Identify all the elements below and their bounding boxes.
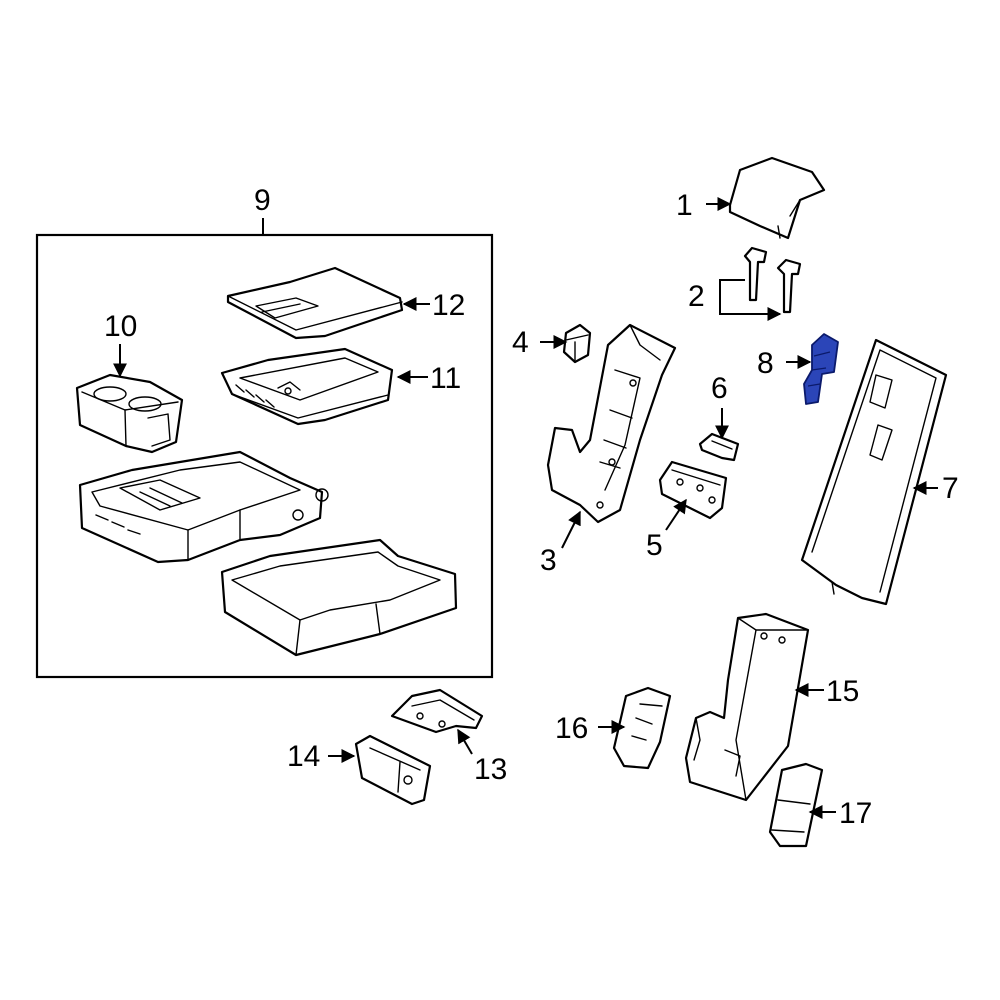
callout-1[interactable]: 1 (676, 189, 693, 222)
arrow-icon (457, 728, 473, 755)
part-5-bracket[interactable] (658, 460, 728, 520)
part-7-side-panel[interactable] (800, 338, 948, 606)
part-9-console-shell[interactable] (220, 538, 458, 657)
callout-15[interactable]: 15 (826, 675, 859, 708)
part-15-side-trim[interactable] (684, 612, 810, 802)
arrow-icon (719, 279, 745, 296)
part-17-cover[interactable] (768, 762, 824, 848)
part-13-bracket-plate[interactable] (390, 688, 484, 734)
callout-labels: 1 2 3 4 5 6 7 8 9 10 11 12 13 14 15 16 1… (104, 184, 959, 830)
part-3-bracket[interactable] (546, 323, 677, 524)
callout-11[interactable]: 11 (430, 362, 461, 395)
arrow-icon (665, 498, 687, 531)
leader-lines (113, 197, 938, 819)
callout-6[interactable]: 6 (711, 372, 728, 405)
part-6-clip[interactable] (698, 432, 740, 462)
part-9-console-base[interactable] (78, 450, 329, 564)
callout-8[interactable]: 8 (757, 347, 774, 380)
part-8-highlighted-clip[interactable] (803, 333, 839, 405)
callout-2[interactable]: 2 (688, 280, 705, 313)
part-1-armrest[interactable] (728, 156, 826, 240)
callout-16[interactable]: 16 (555, 712, 588, 745)
part-4-clip[interactable] (562, 323, 592, 364)
part-12-lid[interactable] (226, 266, 404, 340)
callout-7[interactable]: 7 (942, 472, 959, 505)
callout-14[interactable]: 14 (287, 740, 320, 773)
callout-4[interactable]: 4 (512, 326, 529, 359)
callout-9[interactable]: 9 (254, 184, 271, 217)
callout-17[interactable]: 17 (839, 797, 872, 830)
part-2-studs[interactable] (743, 246, 802, 314)
part-16-trim-piece[interactable] (612, 686, 672, 770)
callout-13[interactable]: 13 (474, 753, 507, 786)
callout-5[interactable]: 5 (646, 529, 663, 562)
part-14-bin[interactable] (354, 734, 432, 806)
callout-10[interactable]: 10 (104, 310, 137, 343)
callout-3[interactable]: 3 (540, 544, 557, 577)
part-11-tray[interactable] (220, 347, 394, 426)
part-10-cupholder[interactable] (75, 373, 184, 454)
callout-12[interactable]: 12 (432, 289, 465, 322)
arrow-icon (719, 296, 782, 321)
assembly-9-box (35, 218, 494, 679)
arrow-icon (561, 510, 581, 549)
